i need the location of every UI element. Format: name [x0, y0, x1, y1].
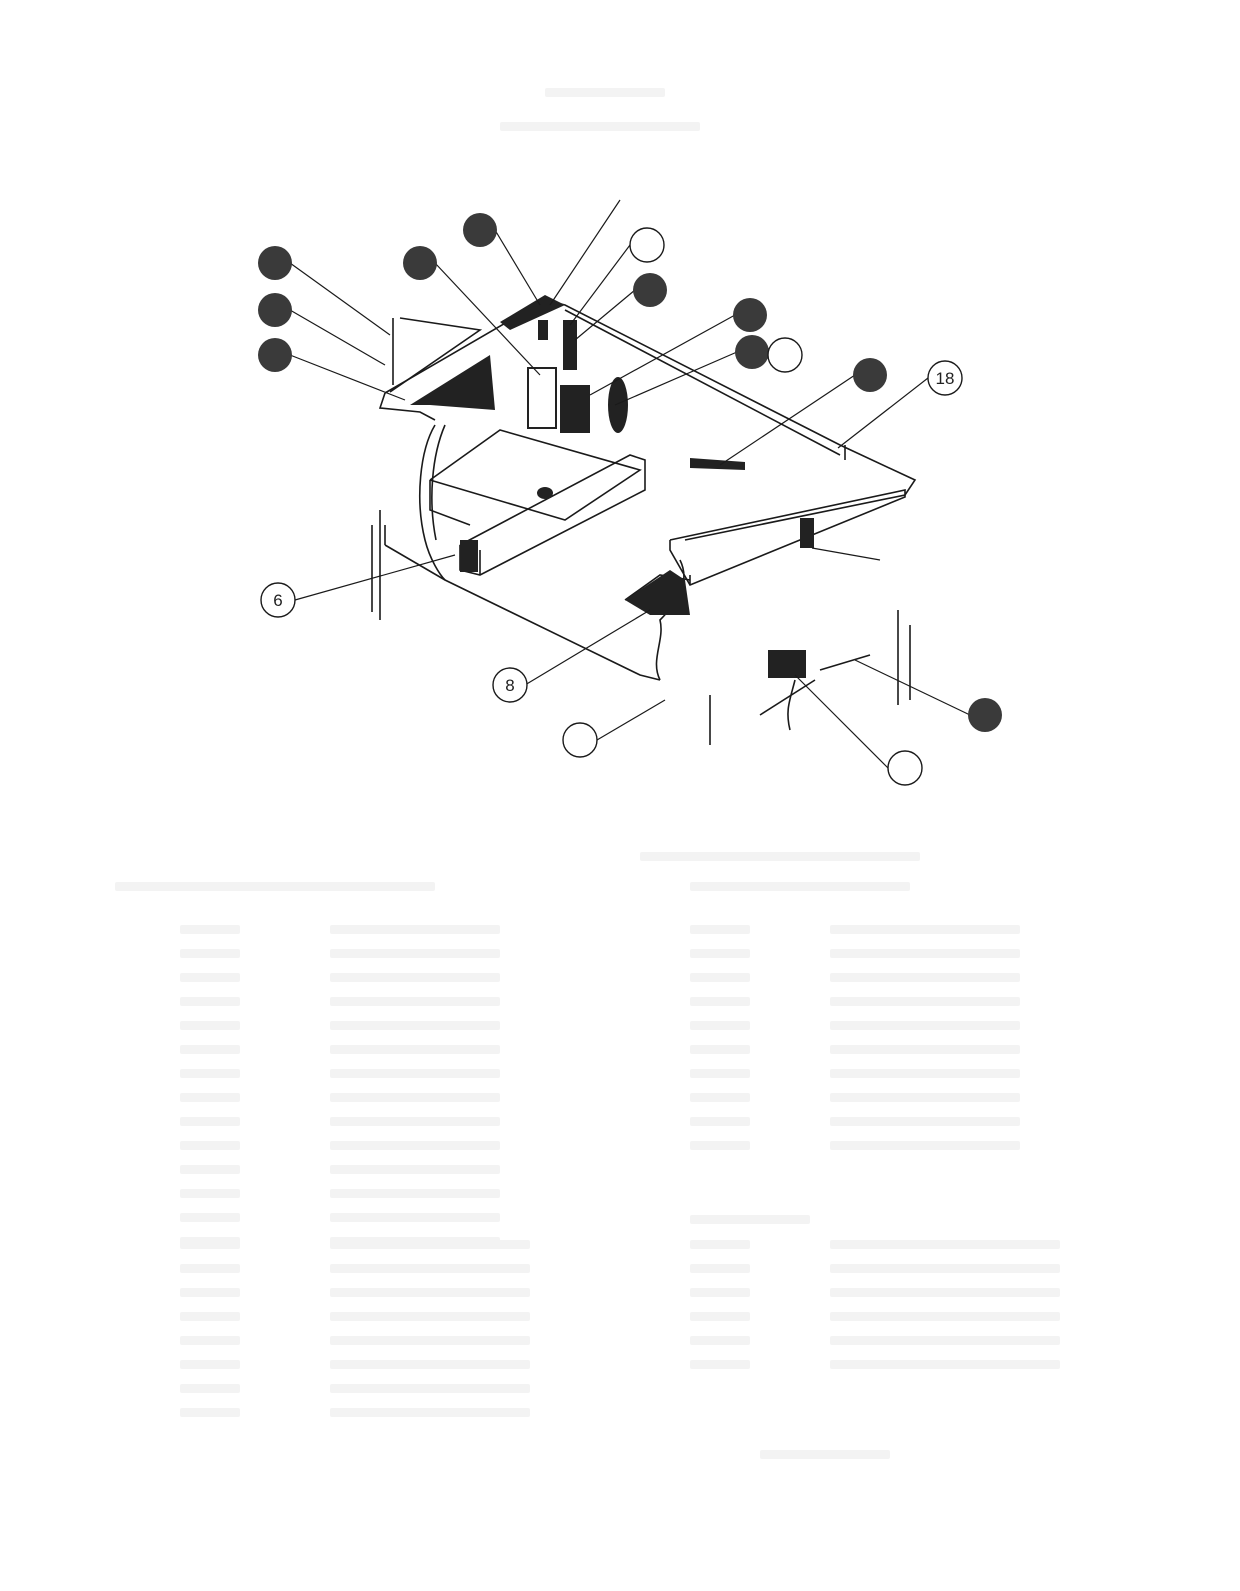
faded-text-line	[330, 973, 500, 982]
faded-text-line	[690, 1312, 750, 1321]
callout-label: 6	[273, 591, 282, 610]
faded-text-line	[180, 1093, 240, 1102]
faded-text-line	[330, 1213, 500, 1222]
faded-text-line	[330, 1189, 500, 1198]
faded-text-line	[640, 852, 920, 861]
faded-text-line	[180, 1045, 240, 1054]
faded-text-line	[180, 1264, 240, 1273]
faded-text-line	[330, 1288, 530, 1297]
faded-text-line	[180, 1384, 240, 1393]
faded-text-line	[690, 1288, 750, 1297]
faded-text-line	[830, 1264, 1060, 1273]
faded-text-line	[830, 1360, 1060, 1369]
faded-text-line	[830, 1045, 1020, 1054]
faded-text-line	[180, 925, 240, 934]
faded-text-line	[830, 1288, 1060, 1297]
faded-text-line	[830, 1312, 1060, 1321]
faded-text-line	[830, 973, 1020, 982]
callout-label: 18	[936, 369, 955, 388]
faded-text-line	[690, 1240, 750, 1249]
faded-text-line	[830, 997, 1020, 1006]
faded-text-line	[830, 1069, 1020, 1078]
faded-text-line	[690, 1045, 750, 1054]
faded-text-line	[690, 1021, 750, 1030]
faded-text-line	[690, 925, 750, 934]
faded-text-line	[330, 949, 500, 958]
faded-text-line	[180, 997, 240, 1006]
faded-text-line	[180, 1069, 240, 1078]
faded-text-line	[690, 997, 750, 1006]
faded-text-line	[690, 1264, 750, 1273]
faded-text-line	[180, 1141, 240, 1150]
faded-text-line	[180, 1165, 240, 1174]
faded-text-line	[690, 1117, 750, 1126]
faded-text-line	[830, 1240, 1060, 1249]
faded-text-line	[330, 1312, 530, 1321]
callout-18	[927, 360, 963, 396]
callout-bubbles-filled	[258, 213, 1002, 732]
callout-6	[260, 582, 296, 618]
faded-text-line	[330, 1264, 530, 1273]
faded-text-line	[690, 882, 910, 891]
faded-text-line	[330, 1360, 530, 1369]
leader-lines	[289, 199, 971, 769]
faded-text-line	[690, 1215, 810, 1224]
faded-text-line	[690, 1360, 750, 1369]
faded-text-line	[115, 882, 435, 891]
faded-text-line	[180, 1213, 240, 1222]
faded-text-line	[690, 1336, 750, 1345]
faded-text-line	[690, 949, 750, 958]
faded-text-line	[180, 1117, 240, 1126]
faded-text-line	[330, 1336, 530, 1345]
faded-text-line	[690, 1093, 750, 1102]
faded-text-line	[180, 1021, 240, 1030]
faded-text-line	[330, 1093, 500, 1102]
faded-text-line	[180, 1288, 240, 1297]
faded-text-line	[690, 973, 750, 982]
faded-text-line	[830, 925, 1020, 934]
faded-text-line	[180, 1408, 240, 1417]
faded-text-line	[830, 1141, 1020, 1150]
callout-8	[492, 667, 528, 703]
faded-text-line	[330, 1408, 530, 1417]
faded-text-line	[830, 949, 1020, 958]
faded-text-line	[180, 1189, 240, 1198]
faded-text-line	[330, 1069, 500, 1078]
faded-text-line	[330, 1240, 530, 1249]
faded-text-line	[830, 1021, 1020, 1030]
faded-text-line	[330, 1045, 500, 1054]
assembly-outline	[371, 299, 917, 745]
faded-text-line	[330, 997, 500, 1006]
faded-text-line	[330, 1021, 500, 1030]
faded-text-line	[330, 1141, 500, 1150]
faded-text-line	[830, 1093, 1020, 1102]
faded-text-line	[690, 1141, 750, 1150]
faded-text-line	[330, 1384, 530, 1393]
faded-text-line	[760, 1450, 890, 1459]
faded-text-line	[180, 949, 240, 958]
faded-text-line	[330, 925, 500, 934]
shaded-parts	[410, 295, 814, 678]
faded-text-line	[330, 1117, 500, 1126]
faded-text-line	[180, 973, 240, 982]
faded-text-line	[690, 1069, 750, 1078]
faded-text-line	[180, 1360, 240, 1369]
faded-text-line	[180, 1336, 240, 1345]
faded-text-line	[330, 1165, 500, 1174]
faded-text-line	[180, 1240, 240, 1249]
faded-text-line	[180, 1312, 240, 1321]
callout-label: 8	[505, 676, 514, 695]
faded-text-line	[830, 1336, 1060, 1345]
faded-text-line	[830, 1117, 1020, 1126]
callout-bubbles-open	[260, 227, 963, 786]
